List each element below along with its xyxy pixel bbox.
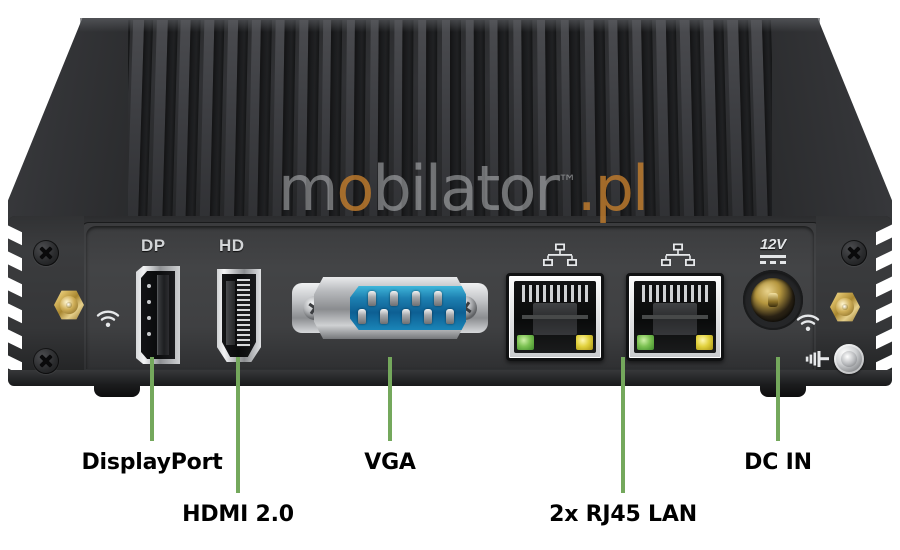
vent-louver <box>2 293 22 324</box>
dc-polarity-icon <box>760 255 786 266</box>
callout-label-vga: VGA <box>364 450 416 475</box>
lan-led-yellow-1 <box>576 335 593 350</box>
lan-led-green-1 <box>517 335 534 350</box>
vent-louver <box>2 319 22 350</box>
heatsink-fin <box>593 20 608 228</box>
vent-louver <box>876 267 898 298</box>
heatsink-fin <box>305 20 320 228</box>
vent-louver <box>876 293 898 324</box>
chassis-left-shoulder <box>8 18 128 230</box>
callout-line-dcin <box>776 357 780 441</box>
heatsink-fin <box>353 20 366 228</box>
left-vent-louvers <box>2 224 26 374</box>
callout-label-dcin: DC IN <box>744 450 812 475</box>
vent-louver <box>876 241 898 272</box>
vent-louver <box>2 241 22 272</box>
wifi-icon-right <box>796 314 820 332</box>
rj45-lan-port-2 <box>626 273 724 361</box>
mini-pc-device: DP HD <box>2 18 898 397</box>
dc-barrel-jack <box>743 270 803 330</box>
heatsink-fin <box>568 20 583 228</box>
rj45-lan-port-1 <box>506 273 604 361</box>
callout-line-vga <box>388 357 392 441</box>
callout-line-rj45 <box>621 357 625 493</box>
heatsink-fin <box>328 20 343 228</box>
lan-led-yellow-2 <box>696 335 713 350</box>
heatsink-fin <box>425 20 438 228</box>
vent-louver <box>876 224 898 246</box>
chassis-screw-top-right <box>841 240 867 266</box>
heatsink-fin <box>377 20 390 228</box>
right-vent-louvers <box>874 224 898 374</box>
heatsink-fin <box>497 20 510 228</box>
earth-ground-icon <box>804 349 830 369</box>
heatsink-fin <box>521 20 534 228</box>
network-lan-icon-1 <box>543 243 577 267</box>
network-lan-icon-2 <box>661 243 695 267</box>
rubber-foot-right <box>760 384 806 397</box>
heatsink-fin <box>450 20 461 228</box>
chassis-base-lip <box>8 370 892 386</box>
heatsink-fin <box>473 20 486 228</box>
heatsink-fin <box>545 20 558 228</box>
chassis-right-shoulder <box>772 18 892 230</box>
ground-screw <box>834 344 864 374</box>
dp-port-label: DP <box>141 236 166 255</box>
heatsink-fin <box>281 20 296 228</box>
callout-label-hdmi: HDMI 2.0 <box>182 502 294 527</box>
chassis-screw-top-left <box>33 240 59 266</box>
heatsink-fin <box>401 20 414 228</box>
chassis-screw-bottom-left <box>33 348 59 374</box>
vent-louver <box>876 319 898 350</box>
hdmi-connector <box>217 269 261 362</box>
vga-connector <box>292 277 488 339</box>
callout-line-hdmi <box>236 357 240 493</box>
rubber-foot-left <box>94 384 140 397</box>
displayport-connector <box>136 266 180 364</box>
callout-line-displayport <box>150 357 154 441</box>
sma-antenna-connector-right <box>828 290 862 324</box>
hdmi-port-label: HD <box>219 236 245 255</box>
lan-led-green-2 <box>637 335 654 350</box>
vent-louver <box>2 224 22 246</box>
heatsink-fin-gap <box>442 20 450 228</box>
callout-label-rj45: 2x RJ45 LAN <box>549 502 697 527</box>
heatsink-fins <box>82 20 818 228</box>
dc-voltage-label: 12V <box>760 236 786 253</box>
sma-antenna-connector-left <box>52 288 86 322</box>
callout-label-displayport: DisplayPort <box>81 450 223 475</box>
wifi-icon-left <box>96 310 120 328</box>
vent-louver <box>2 267 22 298</box>
heatsink-fin <box>617 20 632 228</box>
